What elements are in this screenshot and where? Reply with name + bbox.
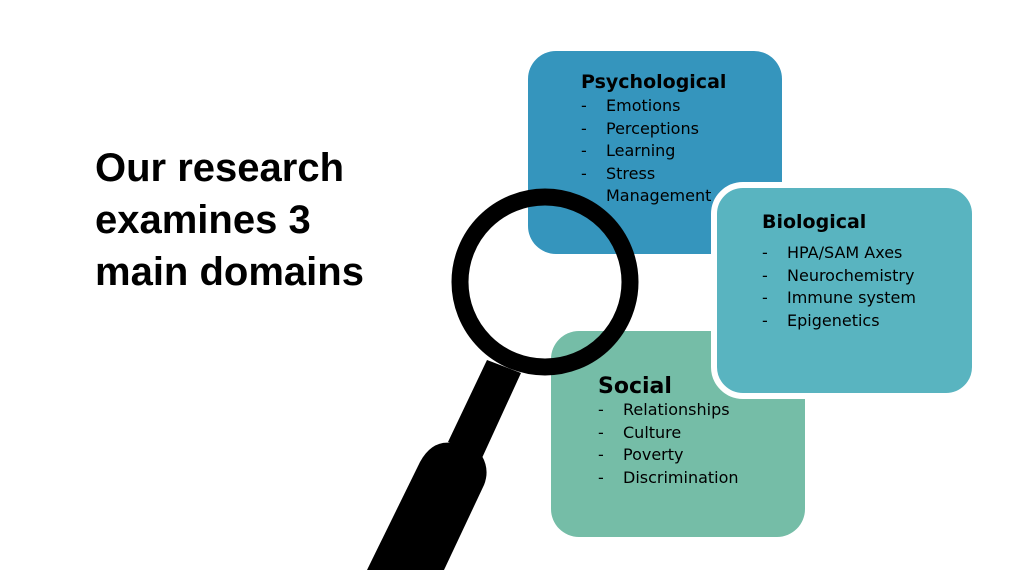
biological-heading: Biological xyxy=(762,211,867,233)
list-item: -Stress Management xyxy=(581,163,712,206)
list-item: -Learning xyxy=(581,141,676,160)
list-item: -Culture xyxy=(598,422,682,442)
list-item: -Discrimination xyxy=(598,467,739,487)
slide-title: Our research examines 3 main domains xyxy=(95,146,364,294)
magnifier-ring xyxy=(451,188,639,376)
list-item: -Perceptions xyxy=(581,118,699,138)
list-item: -Emotions xyxy=(581,96,681,115)
list-item: -Epigenetics xyxy=(762,310,880,330)
list-item: -HPA/SAM Axes xyxy=(762,243,903,262)
list-item: -Immune system xyxy=(762,288,916,307)
list-item: -Neurochemistry xyxy=(762,265,915,285)
biological-domain-box: Biological -HPA/SAM Axes -Neurochemistry… xyxy=(711,182,978,399)
magnifier-neck xyxy=(448,360,521,458)
magnifier-handle xyxy=(367,442,487,570)
social-heading: Social xyxy=(598,374,672,399)
psychological-heading: Psychological xyxy=(581,71,727,93)
list-item: -Poverty xyxy=(598,445,684,464)
list-item: -Relationships xyxy=(598,400,730,419)
